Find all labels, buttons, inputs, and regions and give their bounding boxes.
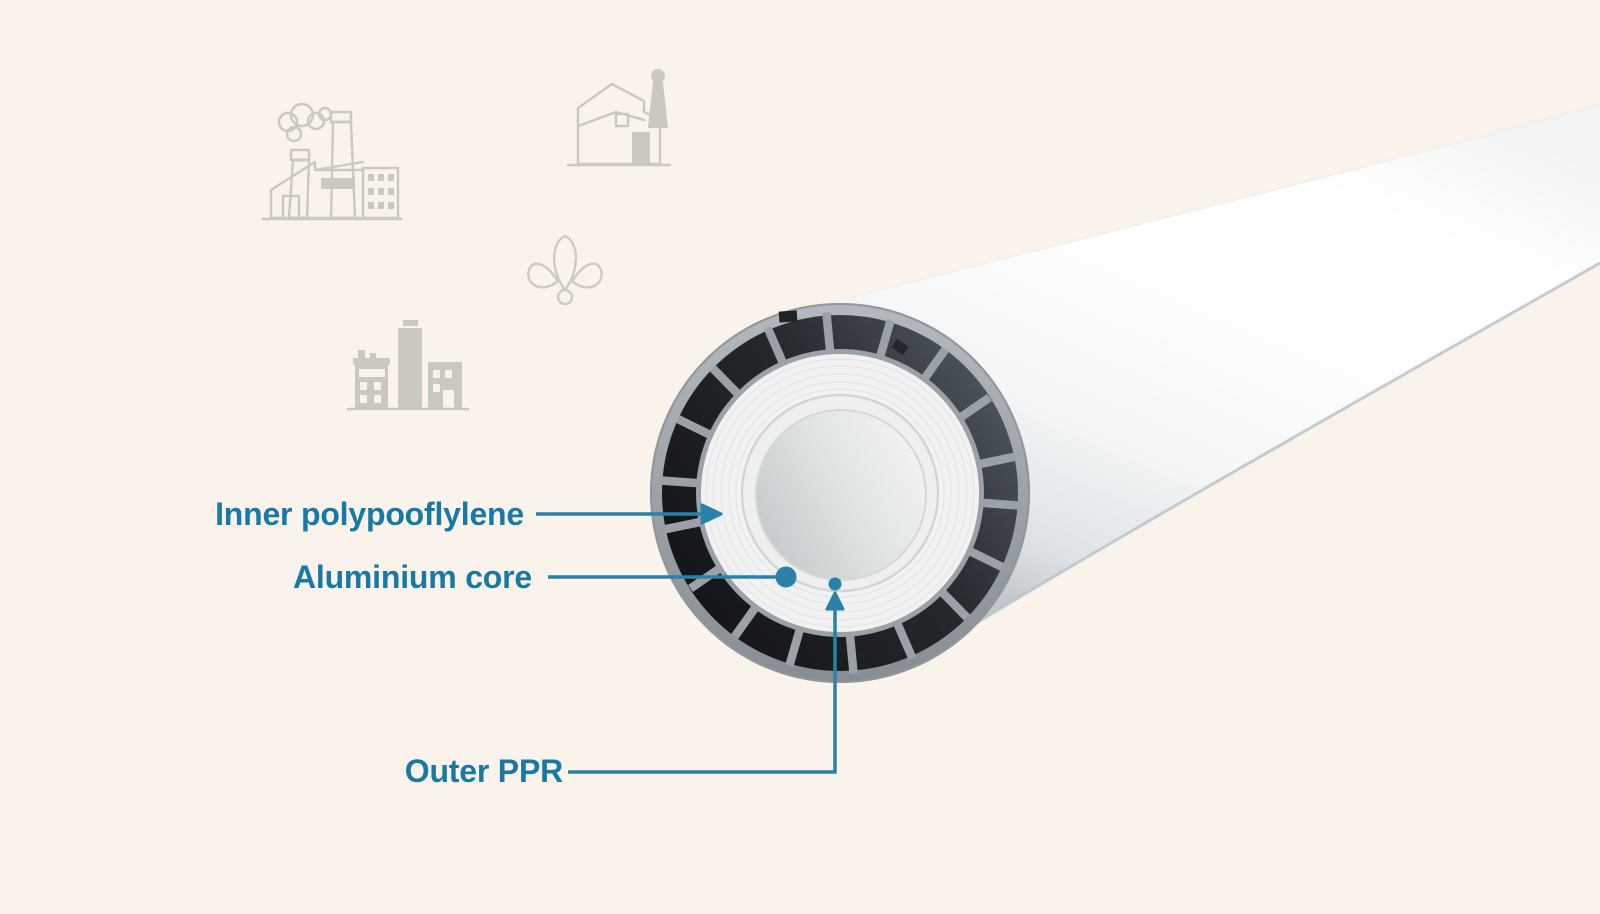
leader-inner-layer xyxy=(536,503,723,525)
city-buildings-icon xyxy=(346,320,470,411)
label-aluminium-core: Aluminium core xyxy=(292,559,532,595)
leader-aluminium-core xyxy=(548,566,797,588)
warehouse-icon xyxy=(566,69,672,167)
leader-outer-ppr xyxy=(568,577,845,774)
pipe-cross-section xyxy=(650,303,1030,683)
rib-spokes xyxy=(659,311,1021,675)
rim-notch xyxy=(778,310,798,323)
rib-cell-ring xyxy=(662,315,1018,671)
loop-ornament-icon xyxy=(527,234,603,306)
label-outer-ppr: Outer PPR xyxy=(404,753,563,789)
label-inner-polypropylene: Inner polypooflylene xyxy=(215,496,524,532)
factory-icon xyxy=(261,102,403,221)
pipe-bore xyxy=(755,409,927,581)
rim-notch xyxy=(891,338,909,356)
layer-striations xyxy=(705,358,975,628)
aluminium-core-layer xyxy=(740,393,940,593)
